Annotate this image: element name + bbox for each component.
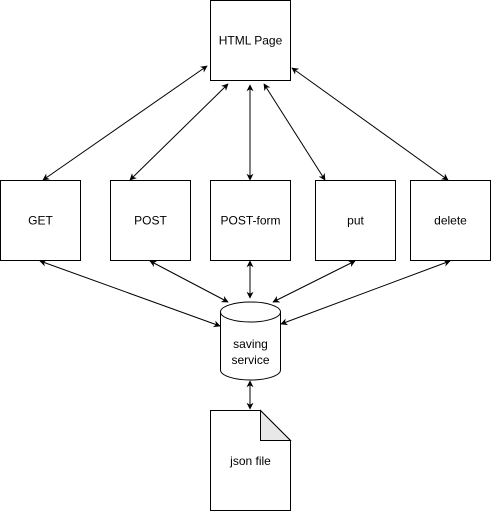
node-delete-box (410, 180, 491, 261)
node-get: GET (0, 180, 81, 261)
edge-page-post (129, 83, 229, 181)
node-html-page-box (210, 0, 291, 81)
node-post-form-label: POST-form (220, 214, 280, 228)
node-saving-service-label-line2: service (231, 353, 269, 367)
edge-page-put (263, 83, 326, 181)
node-post-box (110, 180, 191, 261)
edge-post-service (149, 260, 229, 303)
node-delete-label: delete (434, 214, 467, 228)
node-get-label: GET (28, 214, 53, 228)
edges-page-to-methods (42, 65, 449, 181)
node-post-form-box (210, 180, 291, 261)
edge-page-get (42, 65, 208, 181)
edge-delete-service (280, 259, 451, 326)
node-html-page-label: HTML Page (219, 34, 283, 48)
node-post: POST (110, 180, 191, 261)
node-saving-service-label-line1: saving (233, 337, 268, 351)
node-json-file-label: json file (229, 454, 271, 468)
edges-methods-to-service (39, 259, 451, 328)
node-html-page: HTML Page (210, 0, 291, 81)
node-post-form: POST-form (210, 180, 291, 261)
node-json-file-fold (260, 409, 292, 441)
node-json-file: json file (210, 409, 292, 511)
node-saving-service: saving service (220, 301, 281, 381)
node-put-box (315, 180, 396, 261)
node-put: put (315, 180, 396, 261)
node-delete: delete (410, 180, 491, 261)
edge-page-delete (291, 67, 449, 181)
node-put-label: put (347, 214, 364, 228)
node-post-label: POST (134, 214, 167, 228)
edge-put-service (272, 260, 356, 303)
edge-get-service (39, 259, 221, 328)
node-saving-service-body (220, 312, 281, 381)
node-saving-service-top (220, 301, 281, 323)
node-get-box (0, 180, 81, 261)
